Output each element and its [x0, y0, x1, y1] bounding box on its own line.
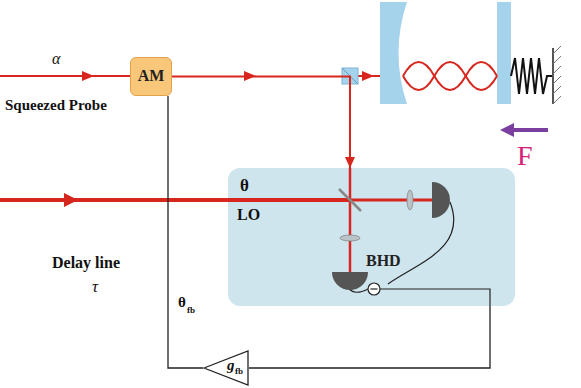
- spring: [511, 58, 553, 94]
- wire: [380, 289, 490, 306]
- amplifier-triangle: gfb: [203, 350, 249, 386]
- node-text: g: [227, 357, 235, 374]
- phase-subscript: fb: [187, 305, 195, 315]
- delay-name: Delay line: [52, 254, 120, 272]
- beam-arrow: [82, 71, 94, 81]
- lens: [407, 190, 413, 210]
- force-arrow: [512, 128, 548, 132]
- photodetector: [332, 272, 368, 290]
- modulator-box: AM: [130, 57, 172, 96]
- cavity-mirror: [380, 2, 407, 104]
- detector-panel: BHD: [228, 168, 515, 306]
- force-arrow: [500, 123, 514, 137]
- probe-beam: [0, 75, 130, 77]
- lo-beam: [228, 198, 350, 202]
- beam-name: Squeezed Probe: [5, 97, 107, 114]
- wire: [388, 202, 454, 284]
- subtractor: [368, 283, 380, 295]
- connector: [168, 96, 203, 368]
- subtractor: [371, 288, 378, 289]
- wall: [552, 48, 554, 104]
- beam-arrow: [64, 193, 78, 207]
- cavity-mode: [403, 62, 497, 90]
- beam-name: LO: [237, 206, 260, 224]
- photodetector: [432, 182, 450, 218]
- signal-name: α: [52, 50, 60, 68]
- delay-symbol: τ: [92, 277, 98, 297]
- node-text: BHD: [366, 252, 401, 270]
- cavity-mode: [403, 62, 497, 90]
- phase-symbol: θ: [240, 176, 249, 196]
- wire: [350, 289, 368, 292]
- node-text: AM: [138, 67, 165, 85]
- connector: [172, 77, 355, 169]
- lo-beam: [0, 198, 230, 202]
- signal-beam: [349, 168, 352, 272]
- signal-beam: [350, 199, 432, 202]
- movable-mirror: [497, 2, 511, 104]
- wall-hatch: [553, 46, 561, 104]
- phase-symbol: θ: [178, 294, 186, 311]
- node-text: fb: [235, 366, 243, 376]
- detector-illustration: [228, 168, 515, 306]
- connector: [249, 306, 490, 368]
- lens: [340, 235, 360, 241]
- force-name: F: [517, 140, 533, 172]
- beam-arrow: [362, 71, 374, 81]
- beam-splitter: [339, 189, 361, 211]
